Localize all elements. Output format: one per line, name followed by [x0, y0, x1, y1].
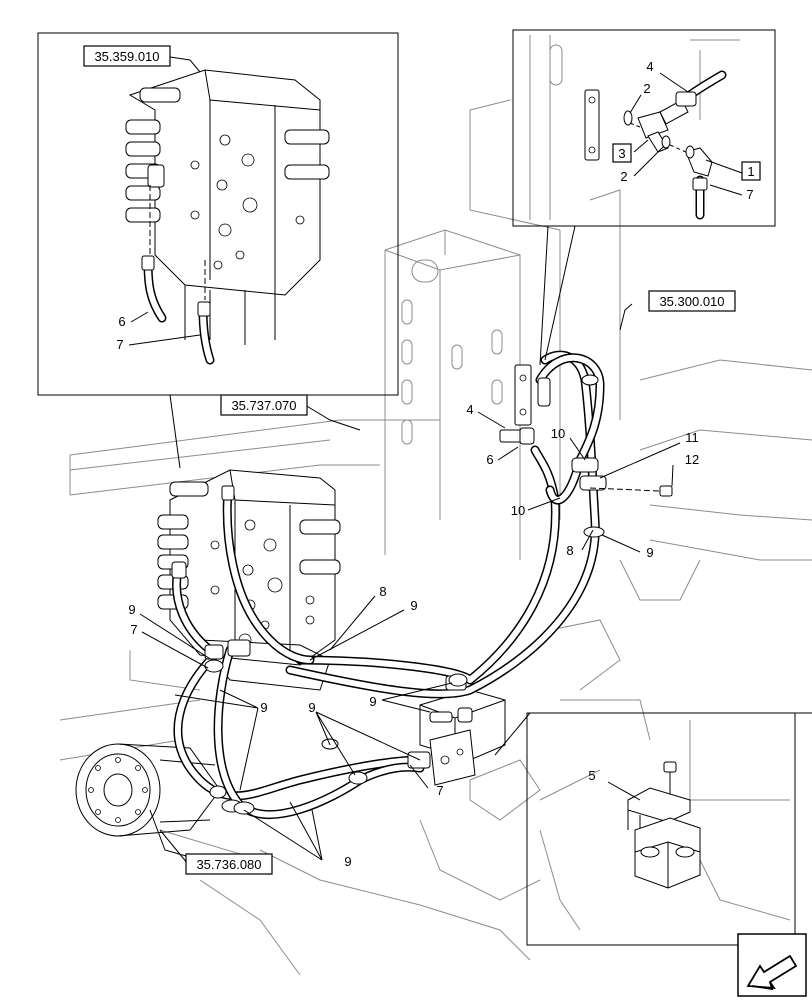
inset-left-valve	[125, 69, 330, 365]
ref-box-35-737-070	[220, 394, 308, 416]
column-slots	[401, 259, 503, 445]
callout-7-diverter: 7	[436, 783, 443, 798]
callout-10-lower: 10	[511, 503, 525, 518]
bolt	[589, 485, 673, 497]
callout-3: 3	[618, 146, 625, 161]
diverter-valve	[419, 689, 506, 786]
callout-9-bottom: 9	[344, 854, 351, 869]
reference-boxes: 35.359.010 35.300.010 35.737.070 35.736.…	[83, 45, 761, 875]
callout-8-center: 8	[379, 584, 386, 599]
callout-9-diverter: 9	[369, 694, 376, 709]
callout-9-lower-mid: 9	[308, 700, 315, 715]
motor-bolts	[88, 757, 148, 823]
callout-11: 11	[685, 430, 699, 445]
callout-9-lower-left: 9	[260, 700, 267, 715]
chassis-frame	[59, 99, 812, 976]
ref-35-736-080: 35.736.080	[196, 857, 261, 872]
callout-9-right: 9	[646, 545, 653, 560]
callout-4: 4	[466, 402, 473, 417]
ref-box-35-359-010	[83, 45, 171, 67]
direction-arrow-icon[interactable]	[737, 933, 807, 997]
callout-box-1	[741, 161, 761, 181]
inset-spools	[125, 87, 330, 223]
ref-35-737-070: 35.737.070	[231, 398, 296, 413]
ref-35-300-010: 35.300.010	[659, 294, 724, 309]
callout-1: 1	[747, 164, 754, 179]
callout-6-left: 6	[118, 314, 125, 329]
ref-box-35-736-080	[185, 853, 273, 875]
callout-5: 5	[588, 768, 595, 783]
callout-9-left: 9	[128, 602, 135, 617]
inset-top-right-parts	[529, 35, 740, 220]
callout-6: 6	[486, 452, 493, 467]
inset-top-right-frame	[512, 29, 776, 227]
callout-4-inset: 4	[646, 59, 653, 74]
callout-9-center: 9	[410, 598, 417, 613]
inset-bottom-right-frame	[526, 712, 796, 946]
callout-2-upper: 2	[643, 81, 650, 96]
ref-35-359-010: 35.359.010	[94, 49, 159, 64]
ref-box-35-300-010	[648, 290, 736, 312]
callout-8-right: 8	[566, 543, 573, 558]
callout-12: 12	[685, 452, 699, 467]
inset-left-frame	[37, 32, 399, 396]
callout-7-left-valve: 7	[130, 622, 137, 637]
callout-box-3	[612, 143, 632, 163]
callout-10-upper: 10	[551, 426, 565, 441]
callout-7-inset: 7	[746, 187, 753, 202]
leader-lines	[128, 56, 812, 865]
valve-ports	[210, 519, 315, 647]
callout-2-lower: 2	[620, 169, 627, 184]
inset-ports	[190, 134, 305, 270]
upper-mounting-block	[514, 364, 532, 426]
callout-numbers: 1 2 2 3 4 7 6 7 4 6 10 11 12 10 8 9 9 7 …	[116, 59, 754, 869]
drive-motor	[75, 743, 221, 861]
hose-clamps	[204, 374, 605, 815]
callout-7-left: 7	[116, 337, 123, 352]
inset-bottom-right-parts	[539, 720, 791, 931]
